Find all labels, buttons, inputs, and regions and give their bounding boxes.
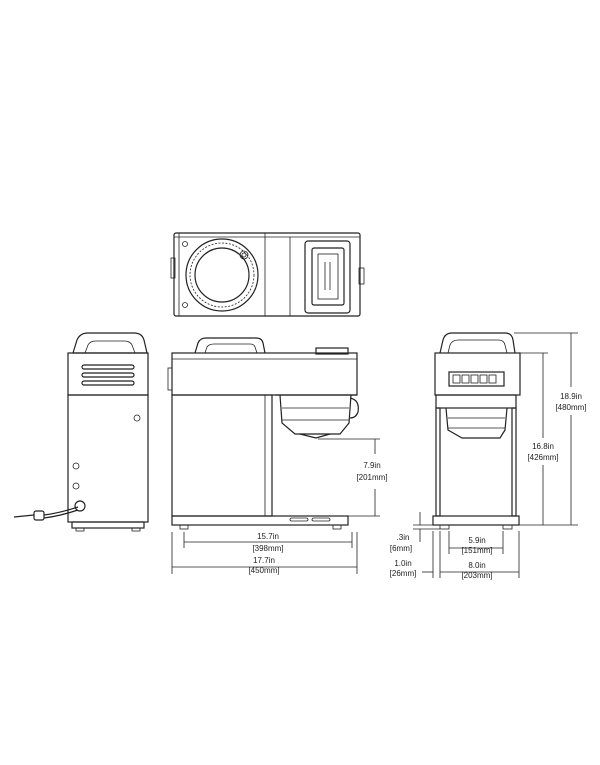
dim-width-outer-imperial: 17.7in <box>253 556 275 565</box>
dim-foot-height-metric: [6mm] <box>390 544 412 553</box>
dim-total-height-metric: [480mm] <box>555 403 586 412</box>
dim-clearance-metric: [201mm] <box>356 473 387 482</box>
dim-body-height-metric: [426mm] <box>527 453 558 462</box>
dimension-labels: 15.7in [398mm] 17.7in [450mm] 7.9in [201… <box>248 392 586 580</box>
dim-width-inner-imperial: 15.7in <box>257 532 279 541</box>
left-side-view <box>13 332 149 532</box>
dim-width-inner-metric: [398mm] <box>252 544 283 553</box>
dim-base-inset-metric: [26mm] <box>390 569 417 578</box>
dim-foot-spacing-metric: [151mm] <box>461 546 492 555</box>
dim-total-height-imperial: 18.9in <box>560 392 582 401</box>
dim-base-inset-imperial: 1.0in <box>394 559 411 568</box>
right-front-view <box>432 332 521 530</box>
dim-foot-height-imperial: .3in <box>397 533 410 542</box>
dim-clearance-imperial: 7.9in <box>363 461 380 470</box>
dim-foot-spacing-imperial: 5.9in <box>468 536 485 545</box>
dim-body-height-imperial: 16.8in <box>532 442 554 451</box>
dim-width-outer-metric: [450mm] <box>248 566 279 575</box>
dimension-lines <box>171 332 578 578</box>
dim-base-width-imperial: 8.0in <box>468 561 485 570</box>
top-view <box>170 232 365 317</box>
front-view <box>167 337 359 530</box>
dim-base-width-metric: [203mm] <box>461 571 492 580</box>
